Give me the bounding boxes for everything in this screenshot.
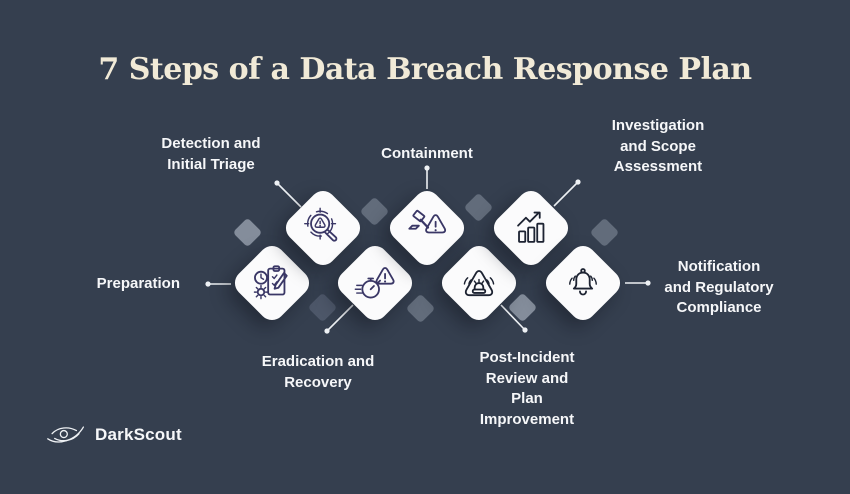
darkscout-eye-icon — [47, 426, 85, 443]
step-label-preparation: Preparation — [96, 275, 180, 292]
step-label-containment: Containment — [381, 145, 473, 162]
bell-icon — [569, 268, 597, 296]
step-label-eradication: Eradication and Recovery — [261, 353, 375, 391]
clipboard-clock-gear-icon — [253, 265, 288, 300]
gavel-alert-icon — [408, 209, 447, 234]
brand-name: DarkScout — [95, 424, 182, 444]
step-label-post-incident: Post-Incident Review and Plan Improvemen… — [479, 349, 575, 429]
step-tile-preparation — [229, 240, 315, 326]
step-tile-post-incident — [436, 240, 522, 326]
step-label-investigation: Investigation and Scope Assessment — [611, 117, 705, 176]
step-tile-eradication — [332, 240, 418, 326]
step-tile-investigation — [488, 185, 574, 271]
magnifier-alert-icon — [304, 207, 338, 242]
darkscout-logo: DarkScout — [46, 421, 182, 448]
step-tile-notification — [540, 240, 626, 326]
stopwatch-alert-icon — [354, 267, 395, 299]
siren-alert-icon — [463, 270, 495, 297]
step-label-detection: Detection and Initial Triage — [161, 135, 261, 173]
growth-chart-icon — [517, 211, 545, 243]
page-title: 7 Steps of a Data Breach Response Plan — [98, 52, 752, 87]
step-label-notification: Notification and Regulatory Compliance — [664, 258, 774, 317]
step-tile-detection — [280, 185, 366, 271]
step-tile-containment — [384, 185, 470, 271]
